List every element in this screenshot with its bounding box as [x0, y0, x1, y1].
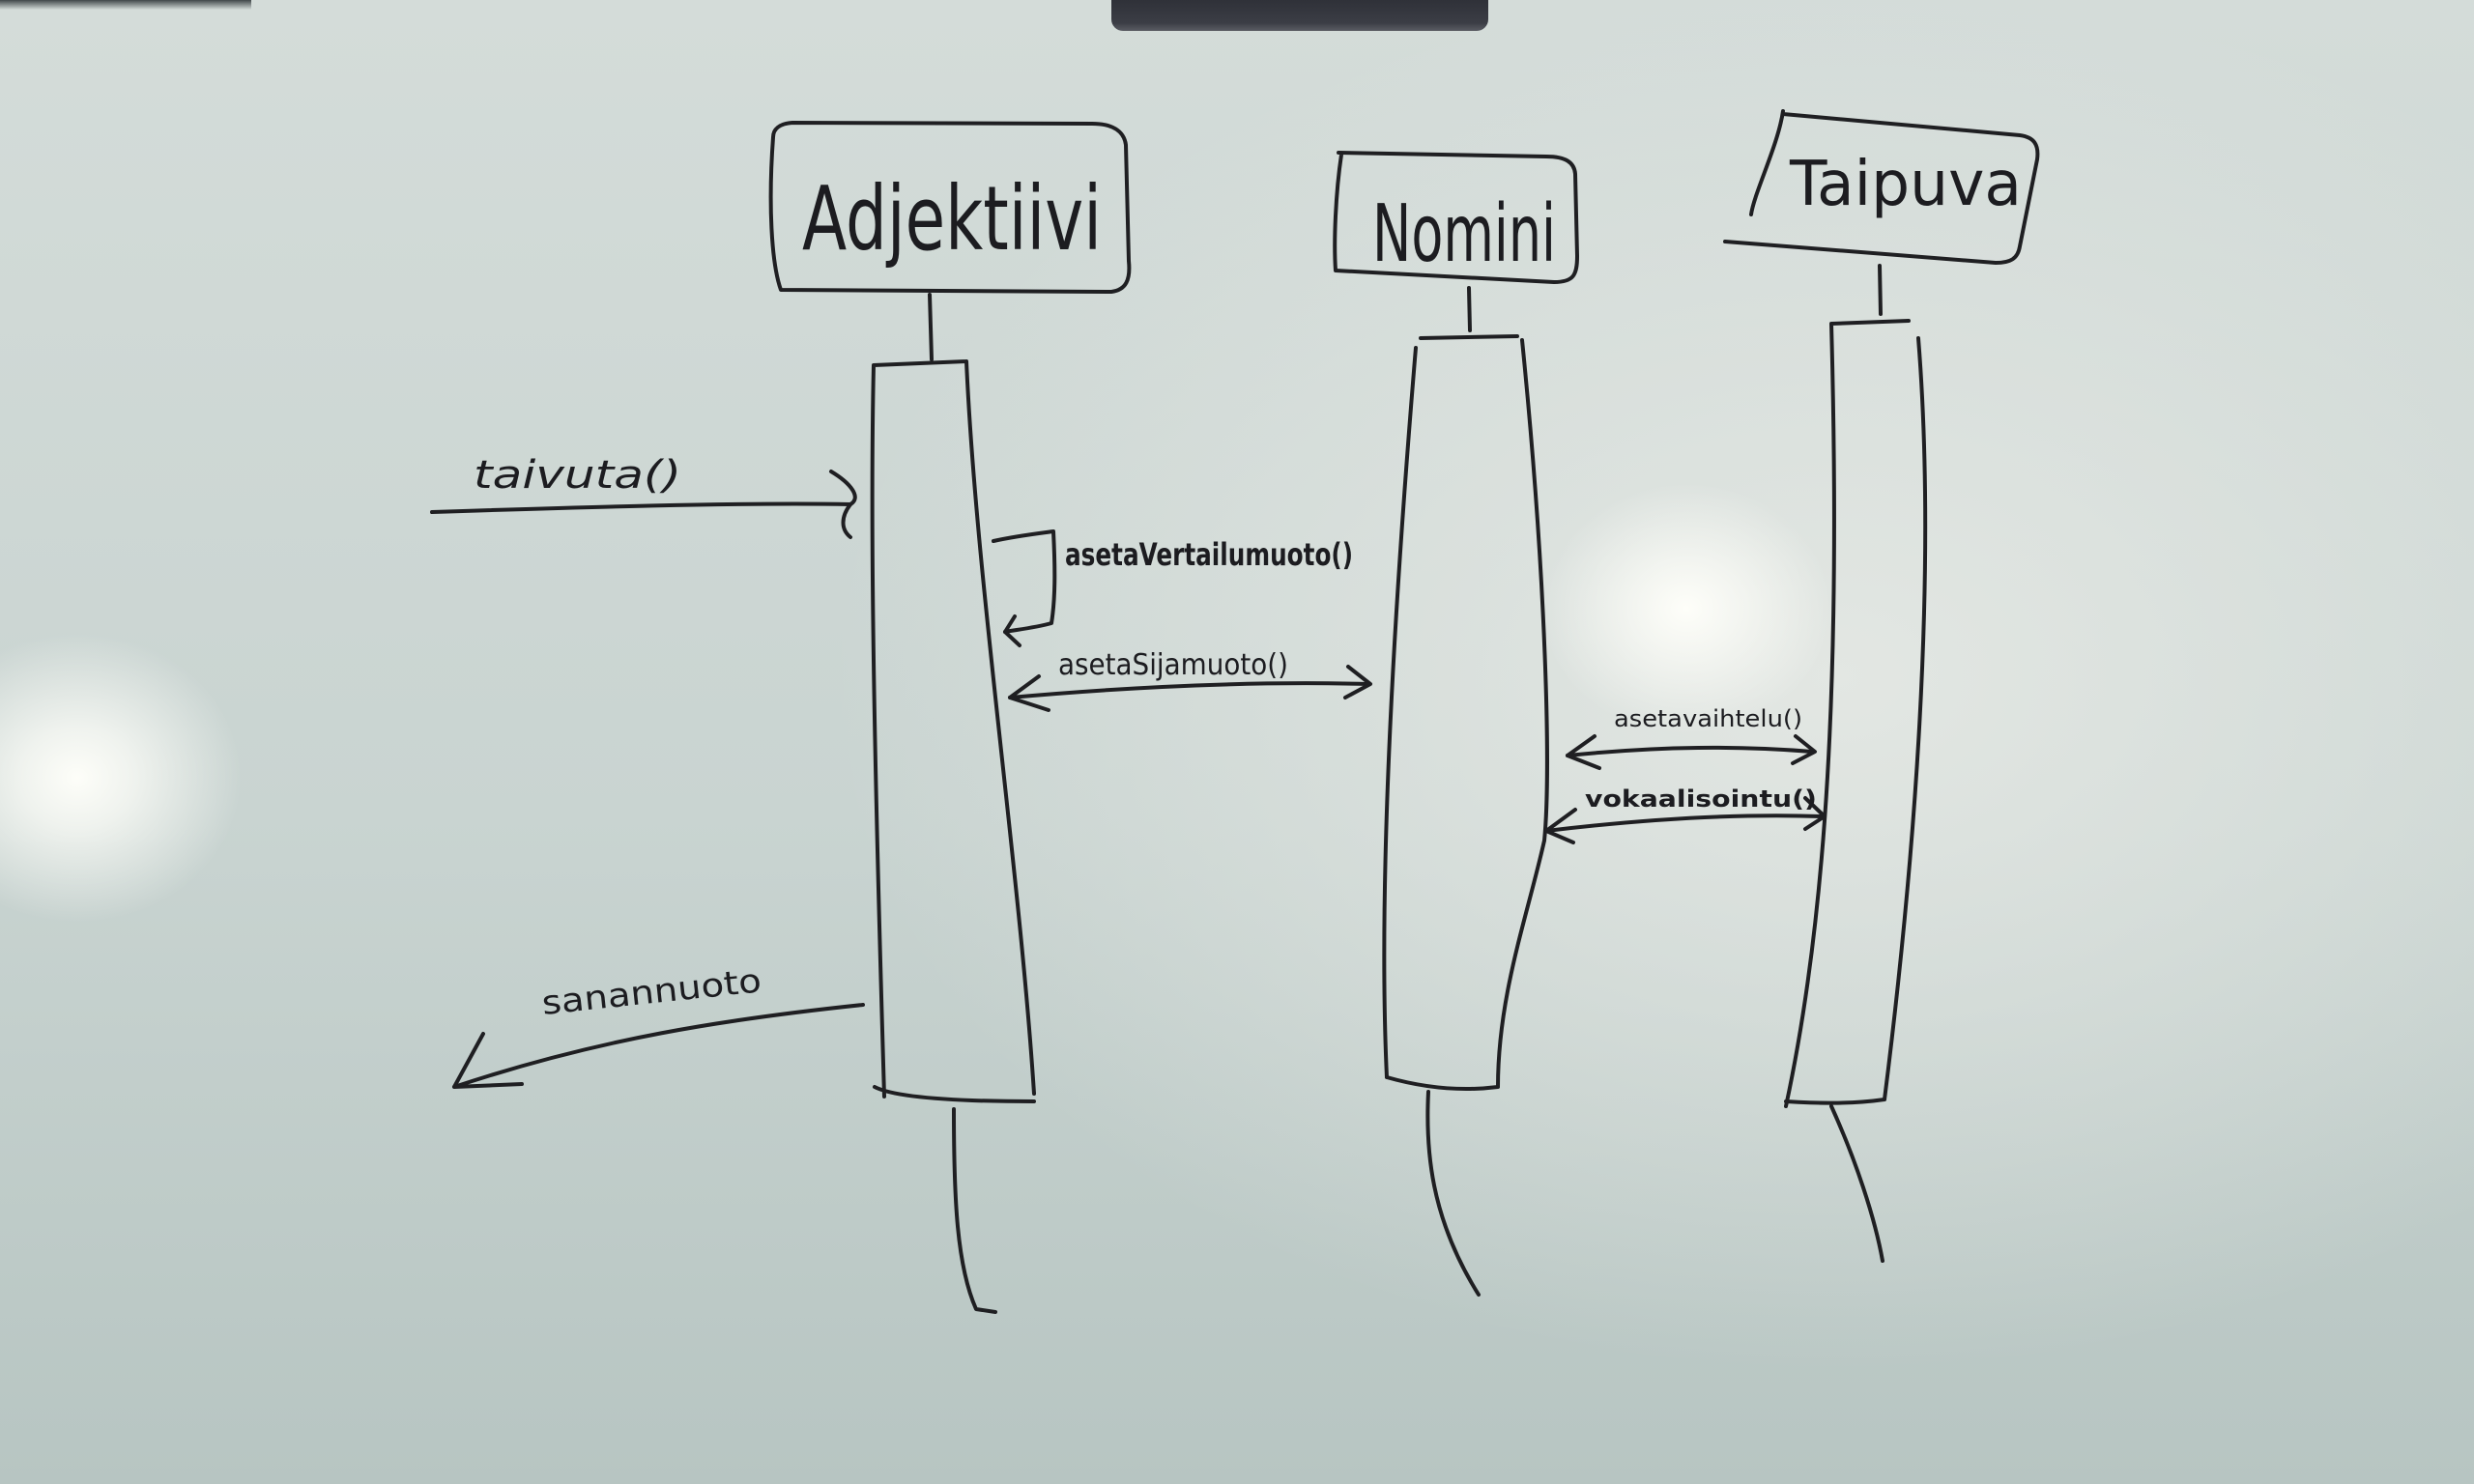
message-label: asetavaihtelu(): [1614, 705, 1802, 732]
message-label: asetaSijamuoto(): [1058, 648, 1288, 682]
message-label: vokaalisointu(): [1585, 785, 1817, 813]
message-taivuta: taivuta(): [430, 453, 857, 539]
lifeline-bottom: [1829, 1104, 1884, 1263]
message-asetavertailumuoto: asetaVertailumuoto(): [992, 529, 1353, 647]
message-asetasijamuoto: asetaSijamuoto(): [1008, 648, 1372, 712]
message-arrow-line: [452, 1003, 865, 1089]
participant-box: [768, 121, 1132, 294]
arrowhead-left: [1566, 734, 1601, 770]
participant-nomini: Nomini: [1333, 151, 1579, 1297]
activation-bar: [1784, 319, 1928, 1108]
lifeline-top: [1878, 264, 1883, 316]
message-arrow-line: [1566, 745, 1814, 757]
arrowhead: [829, 470, 857, 539]
whiteboard-frame-tray: [1111, 0, 1488, 31]
message-asetavaihtelu: asetavaihtelu(): [1566, 705, 1817, 770]
message-vokaalisointu: vokaalisointu(): [1544, 785, 1827, 844]
message-sanannuoto: sanannuoto: [452, 961, 865, 1089]
participant-adjektiivi: Adjektiivi: [768, 121, 1132, 1314]
participant-box: [1333, 151, 1579, 284]
lifeline-top: [928, 293, 934, 361]
arrowhead-right: [1791, 734, 1817, 765]
arrowhead-right: [1343, 665, 1372, 699]
lifeline-bottom: [1425, 1090, 1481, 1297]
message-label: sanannuoto: [540, 961, 763, 1023]
message-arrow-line: [430, 501, 852, 514]
participant-taipuva: Taipuva: [1723, 109, 2040, 1263]
lifeline-bottom: [952, 1107, 997, 1314]
participant-label: Taipuva: [1789, 149, 2022, 220]
arrowhead-left: [1008, 674, 1050, 712]
participant-box: [1723, 109, 2040, 265]
arrowhead: [1003, 614, 1021, 647]
message-arrow-line: [1008, 681, 1369, 699]
arrowhead-left: [1544, 808, 1577, 844]
participant-label: Adjektiivi: [802, 167, 1102, 271]
message-label: asetaVertailumuoto(): [1065, 536, 1353, 573]
message-arrow-line: [1544, 813, 1824, 833]
self-call-loop: [992, 529, 1057, 634]
participant-label: Nomini: [1372, 188, 1556, 280]
lifeline-top: [1467, 286, 1472, 332]
arrowhead: [452, 1032, 524, 1089]
activation-bar: [1382, 334, 1549, 1091]
activation-bar: [870, 359, 1036, 1103]
whiteboard-frame-edge: [0, 0, 251, 10]
message-label: taivuta(): [474, 453, 681, 498]
arrowhead-right: [1803, 796, 1827, 831]
